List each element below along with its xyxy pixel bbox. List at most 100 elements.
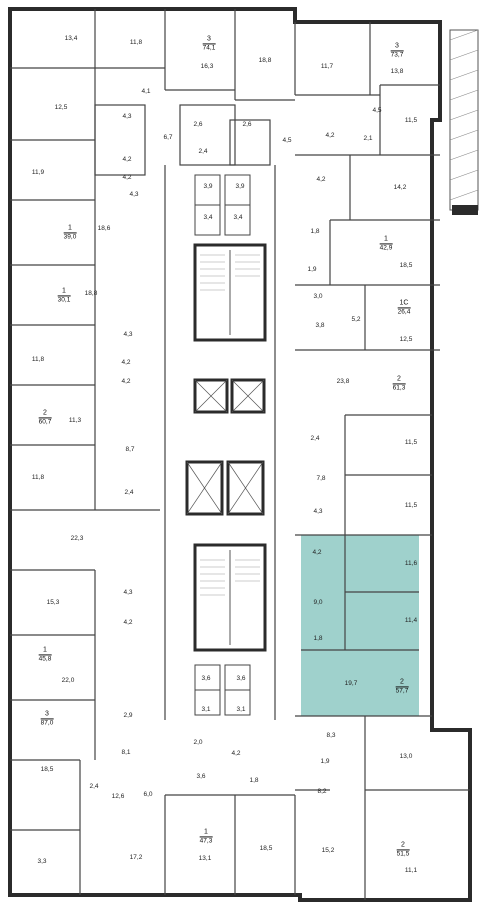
apartment-area: 45,8: [38, 654, 52, 663]
room-area-label: 13,1: [198, 854, 212, 862]
room-area-label: 11,8: [129, 38, 143, 46]
room-area-label: 11,5: [404, 501, 418, 509]
highlighted-apartment[interactable]: [301, 535, 419, 716]
room-area-label: 12,5: [399, 335, 413, 343]
room-area-label: 12,5: [54, 103, 68, 111]
room-area-label: 3,3: [37, 857, 47, 865]
room-area-label: 4,2: [122, 173, 132, 181]
room-area-label: 17,2: [129, 853, 143, 861]
apartment-rooms: 1: [43, 646, 47, 654]
room-area-label: 3,1: [236, 705, 246, 713]
room-area-label: 3,8: [315, 321, 325, 329]
room-area-label: 2,1: [363, 134, 373, 142]
apartment-area: 57,7: [395, 686, 409, 695]
room-area-label: 13,0: [399, 752, 413, 760]
room-area-label: 4,2: [122, 155, 132, 163]
apartment-area: 39,0: [63, 232, 77, 241]
room-area-label: 4,2: [316, 175, 326, 183]
room-area-label: 8,7: [125, 445, 135, 453]
room-area-label: 1,8: [313, 634, 323, 642]
room-area-label: 18,6: [97, 224, 111, 232]
room-area-label: 4,2: [121, 358, 131, 366]
room-area-label: 2,0: [193, 738, 203, 746]
room-area-label: 12,6: [111, 792, 125, 800]
apartment-rooms: 1: [68, 224, 72, 232]
apartment-rooms: 2: [43, 409, 47, 417]
room-area-label: 4,3: [123, 330, 133, 338]
room-area-label: 19,7: [344, 679, 358, 687]
room-area-label: 18,5: [40, 765, 54, 773]
apartment-rooms: 3: [395, 42, 399, 50]
apartment-rooms: 3: [45, 710, 49, 718]
room-area-label: 5,2: [351, 315, 361, 323]
room-area-label: 11,4: [404, 616, 418, 624]
room-area-label: 3,4: [233, 213, 243, 221]
room-area-label: 3,9: [235, 182, 245, 190]
room-area-label: 1,9: [307, 265, 317, 273]
room-area-label: 7,8: [316, 474, 326, 482]
room-area-label: 13,8: [390, 67, 404, 75]
room-area-label: 4,2: [121, 377, 131, 385]
apartment-rooms: 2: [397, 375, 401, 383]
room-area-label: 3,1: [201, 705, 211, 713]
room-area-label: 9,0: [313, 598, 323, 606]
room-area-label: 8,1: [121, 748, 131, 756]
apartment-area: 47,3: [199, 836, 213, 845]
apartment-area: 73,7: [390, 50, 404, 59]
room-area-label: 3,0: [313, 292, 323, 300]
room-area-label: 3,9: [203, 182, 213, 190]
room-area-label: 8,3: [326, 731, 336, 739]
apartment-area: 87,0: [40, 718, 54, 727]
room-area-label: 6,7: [163, 133, 173, 141]
apartment-rooms: 1: [204, 828, 208, 836]
room-area-label: 22,3: [70, 534, 84, 542]
room-area-label: 1,8: [249, 776, 259, 784]
room-area-label: 4,2: [231, 749, 241, 757]
room-area-label: 22,0: [61, 676, 75, 684]
apartment-area: 42,9: [379, 243, 393, 252]
room-area-label: 6,0: [143, 790, 153, 798]
room-area-label: 15,3: [46, 598, 60, 606]
room-area-label: 18,5: [399, 261, 413, 269]
balcony: [449, 29, 479, 215]
room-area-label: 14,2: [393, 183, 407, 191]
room-area-label: 11,5: [404, 438, 418, 446]
core: [185, 174, 267, 716]
room-area-label: 11,9: [31, 168, 45, 176]
room-area-label: 3,4: [203, 213, 213, 221]
outer-walls: [8, 7, 472, 902]
room-area-label: 4,3: [129, 190, 139, 198]
room-area-label: 4,1: [141, 87, 151, 95]
room-area-label: 4,5: [282, 136, 292, 144]
room-area-label: 3,6: [196, 772, 206, 780]
apartment-rooms: 2: [400, 678, 404, 686]
room-area-label: 8,2: [317, 787, 327, 795]
room-area-label: 18,5: [259, 844, 273, 852]
room-area-label: 11,7: [320, 62, 334, 70]
apartment-area: 30,1: [57, 295, 71, 304]
room-area-label: 3,6: [201, 674, 211, 682]
room-area-label: 11,5: [404, 116, 418, 124]
room-area-label: 4,2: [312, 548, 322, 556]
apartment-area: 51,5: [396, 849, 410, 858]
room-area-label: 4,3: [123, 588, 133, 596]
room-area-label: 1,8: [310, 227, 320, 235]
room-area-label: 23,8: [336, 377, 350, 385]
interior-walls: [10, 9, 470, 900]
room-area-label: 4,2: [325, 131, 335, 139]
apartment-rooms: 1: [384, 235, 388, 243]
